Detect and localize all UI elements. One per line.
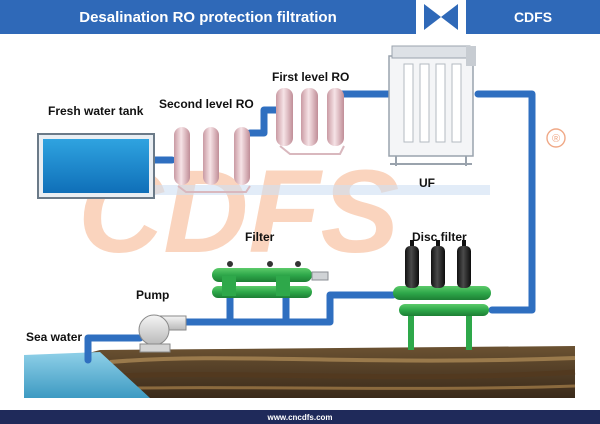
header-title: Desalination RO protection filtration — [0, 0, 416, 34]
label-pump: Pump — [136, 288, 170, 302]
brand-logo — [418, 0, 464, 34]
label-disc-filter: Disc filter — [412, 230, 467, 244]
label-second-level-ro: Second level RO — [159, 97, 254, 111]
header-brand: CDFS — [466, 0, 600, 34]
uf-unit — [388, 45, 476, 166]
sea-water-body — [24, 352, 150, 398]
green-filter — [212, 261, 329, 298]
disc-unit-2 — [431, 246, 445, 288]
registered-mark: ® — [552, 133, 560, 145]
second-level-ro — [174, 127, 251, 193]
pipe-disc-to-uf — [474, 90, 536, 314]
first-level-ro — [276, 88, 345, 155]
second-ro-vessel-1 — [174, 127, 190, 185]
first-ro-vessel-1 — [276, 88, 293, 146]
second-ro-vessel-2 — [203, 127, 219, 185]
pipe-first-to-second-ro — [246, 106, 282, 137]
pipe-network — [84, 90, 536, 364]
fresh-water-tank — [37, 133, 155, 199]
label-sea-water: Sea water — [26, 330, 83, 344]
label-uf: UF — [419, 176, 435, 190]
footer-url: www.cncdfs.com — [0, 410, 600, 424]
disc-filter — [393, 240, 491, 350]
second-ro-vessel-3 — [234, 127, 250, 185]
label-first-level-ro: First level RO — [272, 70, 350, 84]
pipe-pump-to-disc — [178, 291, 397, 326]
pump — [138, 314, 187, 353]
registered-mark-ring — [546, 128, 566, 148]
first-ro-vessel-3 — [327, 88, 344, 146]
disc-unit-3 — [457, 246, 471, 288]
pipe-sea-to-pump — [84, 334, 144, 364]
label-filter: Filter — [245, 230, 275, 244]
first-ro-vessel-2 — [301, 88, 318, 146]
label-fresh-water-tank: Fresh water tank — [48, 104, 144, 118]
disc-unit-1 — [405, 246, 419, 288]
logo-bowtie-icon — [419, 0, 463, 34]
ground — [24, 346, 576, 398]
